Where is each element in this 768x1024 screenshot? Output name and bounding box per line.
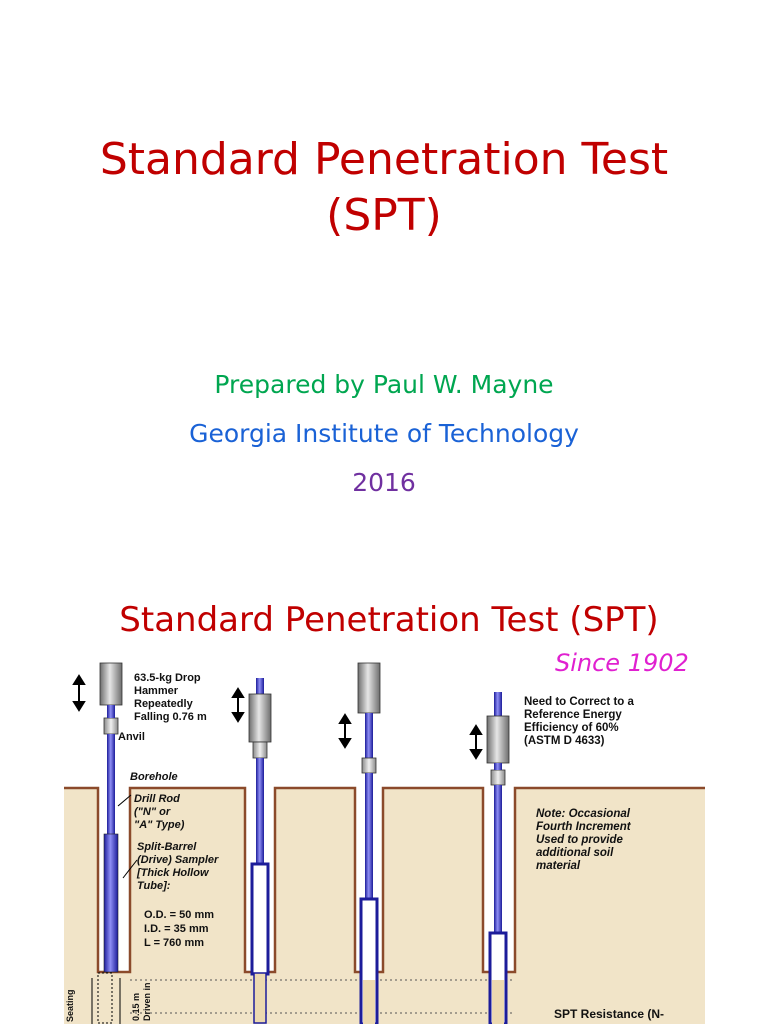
spt-diagram-slide: Standard Penetration Test (SPT) Since 19… bbox=[0, 588, 768, 1024]
rig-stage-2 bbox=[248, 678, 272, 1024]
slide-title: Standard Penetration Test (SPT) bbox=[0, 132, 768, 244]
year-line: 2016 bbox=[352, 468, 416, 497]
title-line-1: Standard Penetration Test bbox=[99, 134, 669, 185]
slide-2-title: Standard Penetration Test (SPT) bbox=[119, 600, 659, 640]
fourth-increment-note: Note: Occasional Fourth Increment Used t… bbox=[536, 808, 631, 872]
leader-arrows bbox=[117, 794, 138, 879]
increment-lines bbox=[130, 979, 515, 1014]
rig-stage-3 bbox=[357, 662, 381, 1024]
spt-diagram bbox=[64, 662, 705, 1024]
anvil-label: Anvil bbox=[118, 731, 145, 743]
drop-arrows bbox=[72, 674, 483, 760]
rig-stage-1 bbox=[99, 662, 123, 973]
correction-label: Need to Correct to a Reference Energy Ef… bbox=[524, 696, 634, 747]
length-label: L = 760 mm bbox=[144, 937, 205, 949]
borehole-label: Borehole bbox=[130, 771, 178, 783]
id-label: I.D. = 35 mm bbox=[144, 923, 209, 935]
od-label: O.D. = 50 mm bbox=[144, 909, 215, 921]
author-line: Prepared by Paul W. Mayne bbox=[214, 370, 554, 399]
rig-stage-4 bbox=[486, 692, 510, 1024]
sampler-label: Split-Barrel (Drive) Sampler [Thick Holl… bbox=[137, 841, 219, 892]
since-caption: Since 1902 bbox=[555, 649, 689, 677]
title-line-2: (SPT) bbox=[326, 190, 442, 241]
seating-label: Seating bbox=[65, 989, 75, 1022]
driven-label: 0.15 m Driven in bbox=[131, 982, 152, 1021]
seating-markers bbox=[91, 972, 121, 1024]
title-slide: Standard Penetration Test (SPT) Prepared… bbox=[0, 132, 768, 497]
spt-resistance-label: SPT Resistance (N- bbox=[554, 1007, 665, 1021]
institution-line: Georgia Institute of Technology bbox=[189, 419, 579, 448]
drill-rod-label: Drill Rod ("N" or "A" Type) bbox=[134, 793, 185, 831]
hammer-label: 63.5-kg Drop Hammer Repeatedly Falling 0… bbox=[134, 672, 207, 723]
borehole-outlines bbox=[64, 786, 705, 974]
